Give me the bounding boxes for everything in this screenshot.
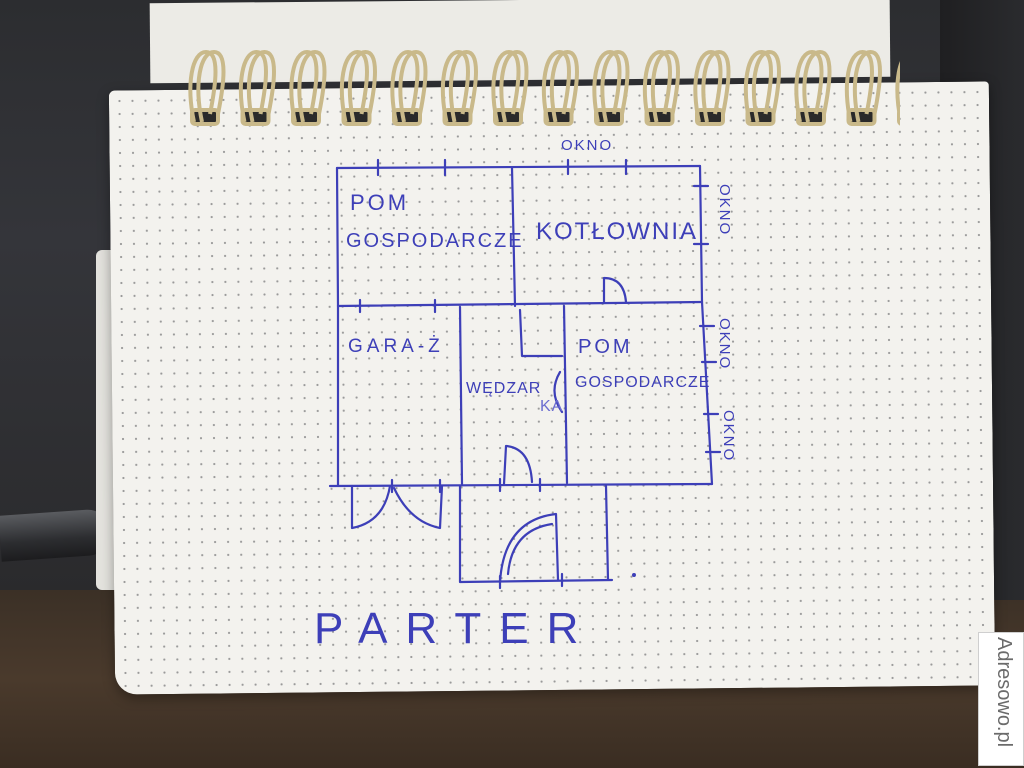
garage-door-left <box>350 484 392 530</box>
spiral-binding <box>188 49 900 126</box>
room-label-pom-right: POM <box>578 336 633 358</box>
spiral-coil <box>246 49 276 123</box>
spiral-coil <box>895 61 900 123</box>
spiral-coil <box>592 49 622 123</box>
door-wedzarnia-side <box>553 370 564 414</box>
room-label-wedzar: WĘDZAR <box>466 380 542 397</box>
annex-door <box>498 512 560 584</box>
wall-right-lower <box>700 300 714 486</box>
watermark-text: Adresowo.pl <box>993 637 1015 748</box>
spiral-coil <box>289 49 319 123</box>
window-label-right-1: OKNO <box>716 184 733 237</box>
spiral-coil <box>196 49 226 123</box>
door-wedzarnia-bottom <box>502 444 534 486</box>
window-label-top: OKNO <box>561 137 614 154</box>
window-label-right-3: OKNO <box>720 410 737 463</box>
wall-left-upper <box>335 166 340 308</box>
wall-right-upper <box>698 164 704 304</box>
room-label-kotlownia: KOTŁOWNIA <box>536 218 699 245</box>
wall-middle-horizontal <box>336 300 704 308</box>
spiral-coil <box>541 49 571 123</box>
wall-ticks <box>358 158 722 494</box>
spiral-coil <box>802 49 832 123</box>
wall-divider-top <box>510 166 517 308</box>
room-label-gospodarcze-top: GOSPODARCZE <box>346 230 524 252</box>
wall-wedzarnia-right <box>562 304 569 485</box>
spiral-coil <box>852 49 882 123</box>
spiral-coil <box>844 49 874 123</box>
room-label-garaz: GARA-Ż <box>348 336 444 357</box>
spiral-coil <box>743 49 773 123</box>
wall-top <box>335 164 702 170</box>
annex-ticks <box>498 572 564 590</box>
spiral-coil <box>238 49 268 123</box>
spiral-coil <box>600 49 630 123</box>
spiral-coil <box>448 49 478 123</box>
wall-garage-right <box>458 305 464 486</box>
spiral-coil <box>297 49 327 123</box>
spiral-coil <box>794 49 824 123</box>
spiral-coil <box>390 49 420 123</box>
spiral-coil <box>549 49 579 123</box>
annex-walls <box>458 484 614 584</box>
wall-bottom <box>328 482 714 488</box>
window-label-right-2: OKNO <box>716 318 733 371</box>
floor-title: PARTER <box>314 604 597 653</box>
spiral-coil <box>339 49 369 123</box>
door-kotlownia <box>602 276 628 304</box>
spiral-coil <box>398 49 428 123</box>
spiral-coil <box>440 49 470 123</box>
room-label-pom-top: POM <box>350 190 410 215</box>
garage-door-right <box>392 484 444 530</box>
closet <box>518 308 564 358</box>
watermark: Adresowo.pl <box>978 632 1024 766</box>
spiral-coil <box>347 49 377 123</box>
room-label-ka: KA <box>540 398 564 415</box>
spiral-coil <box>491 49 521 123</box>
spiral-coil <box>751 49 781 123</box>
ink-dot <box>632 573 636 577</box>
spiral-coil <box>499 49 529 123</box>
spiral-coil <box>693 49 723 123</box>
spiral-coil <box>642 49 672 123</box>
spiral-coil <box>650 49 680 123</box>
spiral-coil <box>701 49 731 123</box>
spiral-coil <box>188 49 218 123</box>
room-label-gospodarcze-right: GOSPODARCZE <box>575 374 711 391</box>
annex-door-inner <box>506 522 554 576</box>
